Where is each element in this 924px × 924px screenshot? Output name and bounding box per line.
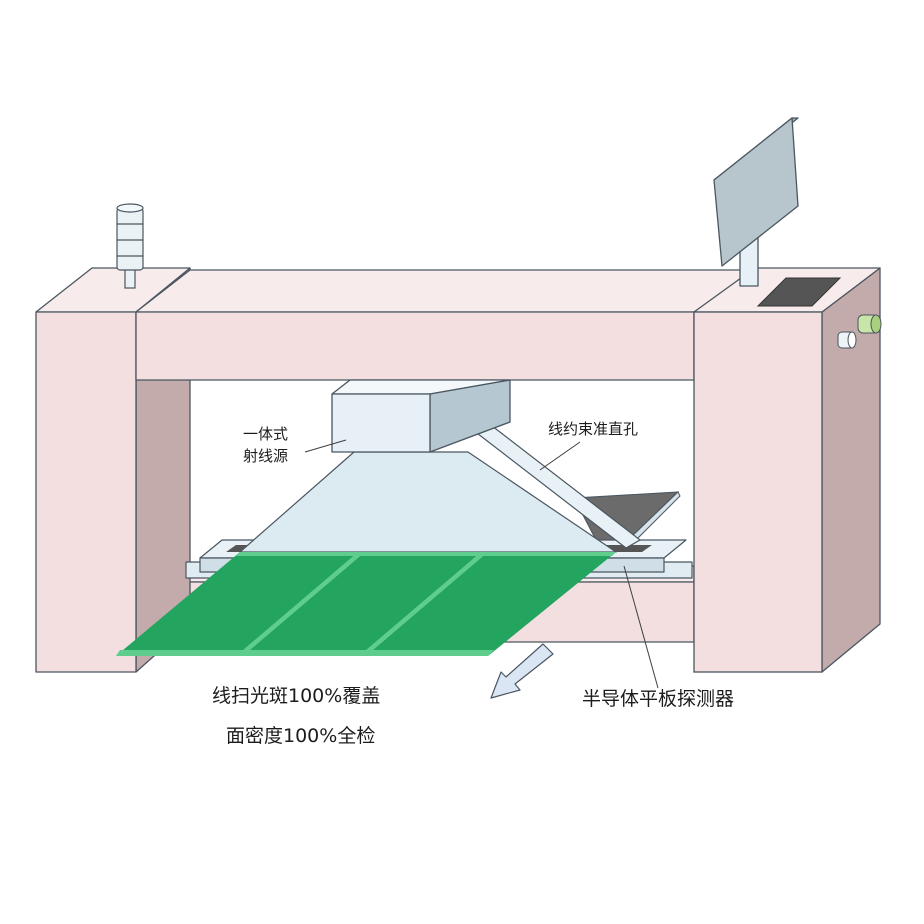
movement-arrow-icon: [490, 643, 554, 699]
right-column-front: [693, 311, 823, 673]
monitor-screen: [713, 117, 799, 267]
sheet-edge-back: [236, 552, 616, 556]
collimator-label: 线约束准直孔: [548, 420, 638, 438]
sheet-stripe-2: [359, 552, 488, 656]
sheet-stripe-1: [236, 552, 365, 656]
signal-tower-icon: [116, 203, 144, 289]
detector-leader: [623, 565, 659, 689]
source-leader: [304, 439, 347, 453]
caption-line1: 线扫光斑100%覆盖: [212, 685, 380, 707]
left-column-front: [35, 311, 137, 673]
signal-tower-cap: [116, 203, 144, 213]
side-buttons: [837, 314, 882, 349]
leader-lines: [304, 439, 659, 689]
electrode-sheet: [116, 552, 616, 656]
radiation-beam: [239, 451, 617, 553]
xray-source-front: [331, 393, 431, 453]
detector-label: 半导体平板探测器: [582, 688, 734, 710]
monitor-icon: [713, 117, 799, 287]
collimator-leader: [539, 441, 581, 471]
control-panel: [756, 277, 842, 307]
source-label-line1: 一体式: [243, 425, 288, 443]
top-crossbeam-top: [135, 269, 753, 313]
sheet-body: [116, 552, 616, 656]
signal-tower-pole: [124, 267, 136, 289]
top-crossbeam-front: [135, 311, 695, 381]
top-crossbeam: [135, 269, 753, 381]
sheet-edge-front: [116, 650, 494, 656]
caption-line2: 面密度100%全检: [226, 725, 375, 747]
signal-tower-body: [116, 207, 144, 271]
white-button-face: [847, 331, 857, 349]
source-label-line2: 射线源: [243, 447, 288, 465]
green-button-face: [870, 314, 882, 334]
xray-source: [331, 379, 511, 453]
